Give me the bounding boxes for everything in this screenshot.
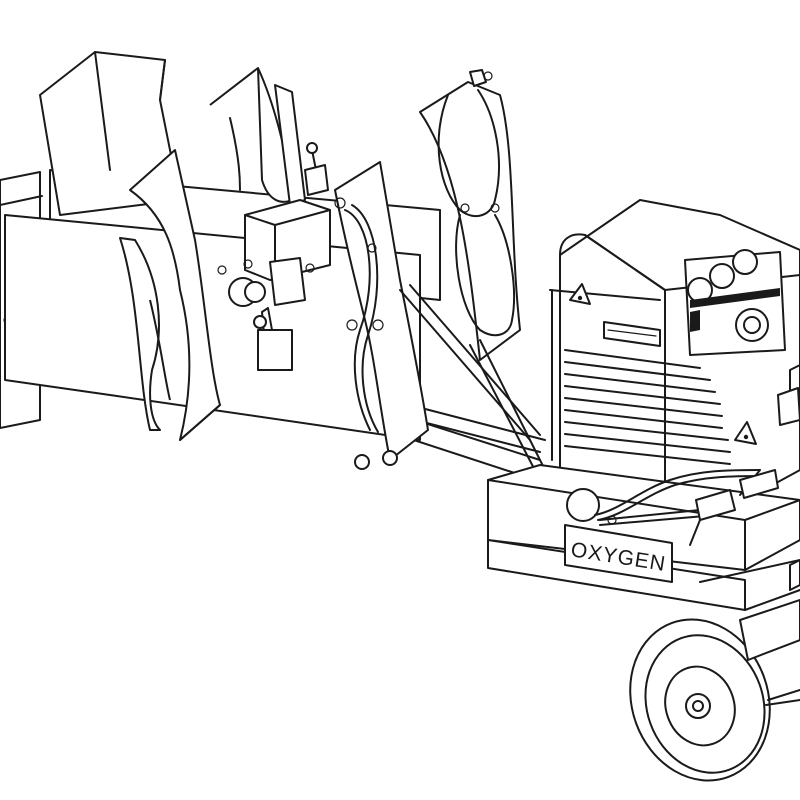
cabinet-vent-slots xyxy=(564,349,731,465)
regulator-hoses xyxy=(566,469,779,546)
cylinder-cradle-2 xyxy=(209,67,306,206)
center-valve-hub xyxy=(217,142,331,371)
cylinder-cradle-1 xyxy=(119,149,221,441)
cylinder-cradle-3 xyxy=(419,69,521,361)
front-wheel xyxy=(629,599,800,782)
clamp-arm-middle xyxy=(334,161,429,470)
regulator-cabinet xyxy=(549,199,800,501)
tall-left-plate xyxy=(39,51,181,216)
tow-bar xyxy=(399,284,546,481)
front-plate xyxy=(4,214,421,441)
